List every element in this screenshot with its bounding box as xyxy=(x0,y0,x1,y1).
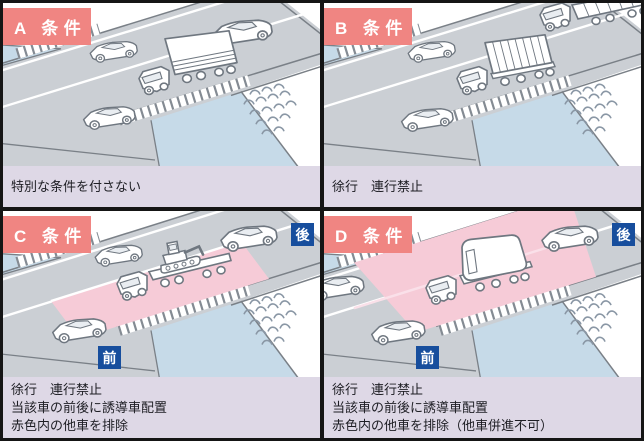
caption-line: 徐行 連行禁止 xyxy=(332,178,424,194)
front-position-badge: 前 xyxy=(98,346,121,369)
caption-line: 当該車の前後に誘導車配置 xyxy=(11,399,168,415)
condition-badge-d: D 条件 xyxy=(324,216,412,253)
condition-badge-a: A 条件 xyxy=(3,8,91,45)
illustration-b: B 条件 xyxy=(324,3,641,166)
caption-d: 徐行 連行禁止 当該車の前後に誘導車配置 赤色内の他車を排除（他車併進不可） xyxy=(324,377,641,438)
caption-line: 徐行 連行禁止 xyxy=(332,381,424,397)
panel-b: B 条件 徐行 連行禁止 xyxy=(324,3,641,207)
rear-position-badge: 後 xyxy=(612,223,635,246)
restricted-zone xyxy=(51,241,269,339)
panel-a: A 条件 特別な条件を付さない xyxy=(3,3,320,207)
caption-line: 赤色内の他車を排除 xyxy=(11,417,129,433)
caption-line: 徐行 連行禁止 xyxy=(11,381,103,397)
illustration-a: A 条件 xyxy=(3,3,320,166)
condition-badge-b: B 条件 xyxy=(324,8,412,45)
caption-line: 当該車の前後に誘導車配置 xyxy=(332,399,489,415)
illustration-d: D 条件 後 前 xyxy=(324,211,641,377)
caption-a: 特別な条件を付さない xyxy=(3,166,320,207)
panel-d: D 条件 後 前 徐行 連行禁止 当該車の前後に誘導車配置 赤色内の他車を排除（… xyxy=(324,211,641,438)
caption-b: 徐行 連行禁止 xyxy=(324,166,641,207)
rear-position-badge: 後 xyxy=(291,223,314,246)
illustration-c: C 条件 後 前 xyxy=(3,211,320,377)
front-position-badge: 前 xyxy=(416,346,439,369)
caption-line: 赤色内の他車を排除（他車併進不可） xyxy=(332,417,554,433)
condition-badge-c: C 条件 xyxy=(3,216,91,253)
caption-c: 徐行 連行禁止 当該車の前後に誘導車配置 赤色内の他車を排除 xyxy=(3,377,320,438)
panel-c: C 条件 後 前 徐行 連行禁止 当該車の前後に誘導車配置 赤色内の他車を排除 xyxy=(3,211,320,438)
caption-line: 特別な条件を付さない xyxy=(11,178,142,194)
